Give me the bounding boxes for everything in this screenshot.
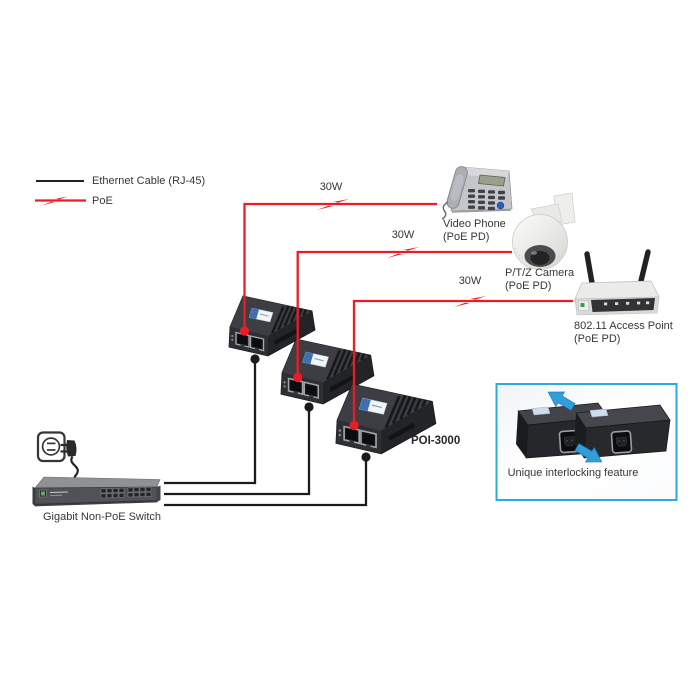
- poe-run-3-power-label: 30W: [458, 275, 482, 287]
- switch-name-label: Gigabit Non-PoE Switch: [43, 511, 161, 523]
- ptz-camera-pd-label: (PoE PD): [505, 280, 552, 292]
- ethernet-cable-1: [164, 360, 257, 485]
- ethernet-plug-dot-3: [361, 452, 371, 462]
- ethernet-plug-dot-1: [250, 354, 260, 364]
- access-point-name-label: 802.11 Access Point: [574, 320, 673, 332]
- power-outlet-icon: [36, 431, 66, 463]
- poe-run-1-power-label: 30W: [319, 181, 343, 193]
- poe-plug-dot-1: [239, 326, 250, 336]
- video-phone-illustration: [441, 166, 513, 220]
- ethernet-cable-3: [164, 458, 368, 507]
- ptz-camera-name-label: P/T/Z Camera: [505, 267, 575, 279]
- phone-handset: [446, 166, 468, 209]
- poe-cable-2: [293, 247, 512, 383]
- legend-poe-line: [35, 196, 86, 206]
- legend-poe-label: PoE: [92, 195, 113, 207]
- network-switch-illustration: [32, 476, 161, 507]
- power-inlet-right: [610, 430, 633, 454]
- phone-cord: [441, 201, 449, 220]
- inset-feature-box: [495, 383, 678, 501]
- poe-plug-dot-3: [349, 420, 359, 431]
- antenna-left: [584, 251, 595, 286]
- access-point-illustration: [574, 249, 660, 316]
- access-point-pd-label: (PoE PD): [574, 333, 621, 345]
- injector-model-label: POI-3000: [411, 435, 461, 447]
- poe-cable-3: [349, 296, 573, 431]
- switch-port-group-2: [127, 486, 152, 498]
- phone-blue-button: [496, 201, 505, 210]
- ptz-camera-illustration: [512, 192, 576, 270]
- poe-run-2-power-label: 30W: [391, 229, 415, 241]
- ethernet-plug-dot-2: [304, 402, 314, 412]
- poe-cable-1: [239, 199, 437, 336]
- video-phone-pd-label: (PoE PD): [443, 231, 490, 243]
- antenna-right: [638, 249, 651, 284]
- switch-port-group-1: [100, 487, 125, 499]
- video-phone-name-label: Video Phone: [443, 218, 506, 230]
- poe-plug-dot-2: [293, 372, 303, 383]
- ethernet-cable-2: [164, 408, 311, 496]
- legend-ethernet-label: Ethernet Cable (RJ-45): [92, 175, 206, 187]
- inset-caption: Unique interlocking feature: [507, 467, 639, 479]
